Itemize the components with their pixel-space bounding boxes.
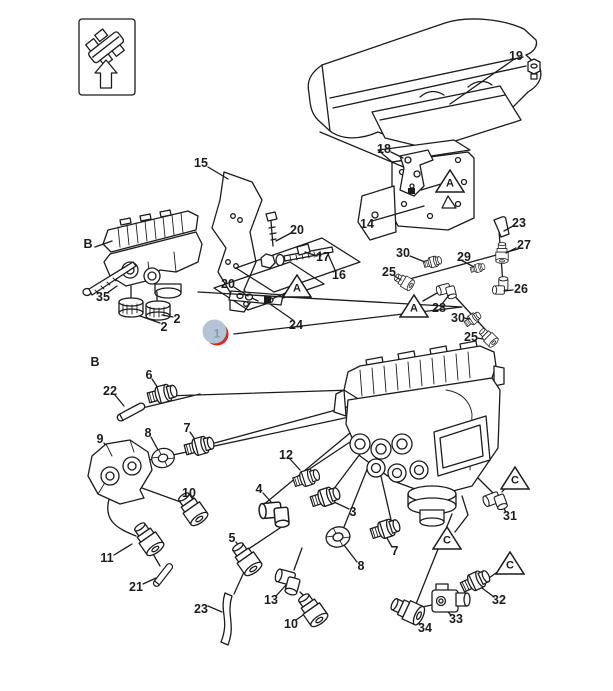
valve-assembly-top — [82, 209, 203, 321]
silencer-2-left — [118, 297, 144, 318]
callout-5[interactable]: 5 — [228, 531, 236, 545]
bolt-35 — [82, 261, 137, 297]
label-b-bottom: B — [90, 355, 100, 369]
plate-18 — [319, 131, 434, 197]
callout-11[interactable]: 11 — [100, 551, 114, 565]
callout-7-right[interactable]: 7 — [391, 544, 399, 558]
callout-8-right[interactable]: 8 — [357, 559, 365, 573]
callout-1-selected[interactable]: 1 — [202, 319, 229, 346]
callout-6[interactable]: 6 — [145, 368, 153, 382]
callout-24[interactable]: 24 — [289, 318, 303, 332]
connector-10-bottom — [293, 589, 331, 630]
triangle-marker-c: C — [495, 550, 525, 576]
callout-32[interactable]: 32 — [492, 593, 506, 607]
callout-13[interactable]: 13 — [264, 593, 278, 607]
callout-18[interactable]: 18 — [377, 142, 391, 156]
fitting-29 — [469, 261, 487, 275]
callout-9[interactable]: 9 — [96, 432, 104, 446]
callout-2-right[interactable]: 2 — [173, 312, 181, 326]
ring-8-right — [323, 523, 353, 551]
callout-4[interactable]: 4 — [255, 482, 263, 496]
callout-31[interactable]: 31 — [503, 509, 517, 523]
callout-20-lower[interactable]: 20 — [221, 277, 235, 291]
reference-planes — [213, 237, 361, 311]
pin-21 — [151, 561, 175, 589]
callout-10-bottom[interactable]: 10 — [284, 617, 298, 631]
pin-22 — [115, 401, 147, 423]
callout-23-top[interactable]: 23 — [512, 216, 526, 230]
label-b-top: B — [83, 237, 93, 251]
silencer-2-right — [145, 300, 171, 321]
callout-34[interactable]: 34 — [418, 621, 432, 635]
callout-12[interactable]: 12 — [279, 448, 293, 462]
triangle-marker-c: C — [432, 525, 462, 551]
fitting-7-right — [368, 515, 403, 543]
callout-29[interactable]: 29 — [457, 250, 471, 264]
callout-28[interactable]: 28 — [432, 301, 446, 315]
fitting-30-lower — [462, 309, 484, 329]
callout-3[interactable]: 3 — [349, 505, 357, 519]
triangle-marker-a: A — [399, 293, 429, 319]
ring-8-left — [148, 445, 178, 471]
callout-20-upper[interactable]: 20 — [290, 223, 304, 237]
elbow-block-33 — [431, 583, 471, 613]
callout-10-left[interactable]: 10 — [182, 486, 196, 500]
callout-30-lower[interactable]: 30 — [451, 311, 465, 325]
fitting-3 — [308, 483, 343, 511]
callout-17[interactable]: 17 — [316, 250, 330, 264]
callout-25-upper[interactable]: 25 — [382, 265, 396, 279]
up-arrow-icon — [94, 59, 118, 89]
valve-body-bottom — [333, 340, 505, 527]
callout-8-left[interactable]: 8 — [144, 426, 152, 440]
tube-23 — [493, 216, 510, 238]
fitting-32 — [458, 566, 493, 596]
fitting-7-left — [182, 433, 217, 459]
callout-26[interactable]: 26 — [514, 282, 528, 296]
tube-23-bottom — [220, 592, 233, 646]
callout-22[interactable]: 22 — [103, 384, 117, 398]
manifold-block-9 — [87, 439, 153, 505]
orientation-inset — [78, 18, 136, 96]
callout-27[interactable]: 27 — [517, 238, 531, 252]
callout-2-left[interactable]: 2 — [160, 320, 168, 334]
callout-23-bottom[interactable]: 23 — [194, 602, 208, 616]
callout-35[interactable]: 35 — [96, 290, 110, 304]
fitting-25-lower — [476, 325, 500, 349]
triangle-marker-a: A — [282, 273, 312, 299]
heat-shield — [307, 18, 542, 150]
elbow-4 — [257, 500, 291, 530]
callout-30-upper[interactable]: 30 — [396, 246, 410, 260]
connector-11 — [129, 518, 167, 559]
callout-21[interactable]: 21 — [129, 580, 143, 594]
callout-14[interactable]: 14 — [360, 217, 374, 231]
triangle-marker-c: C — [500, 465, 530, 491]
callout-25-lower[interactable]: 25 — [464, 330, 478, 344]
bolt-16-washer-17 — [260, 243, 334, 269]
elbow-13 — [271, 567, 303, 597]
callout-15[interactable]: 15 — [194, 156, 208, 170]
triangle-marker-a: A — [435, 168, 465, 194]
fitting-6 — [145, 381, 180, 407]
callout-19[interactable]: 19 — [509, 49, 523, 63]
callout-7-left[interactable]: 7 — [183, 421, 191, 435]
fitting-26 — [492, 276, 509, 295]
fitting-cluster-right — [391, 216, 519, 349]
bolt-19 — [449, 58, 541, 105]
fitting-12 — [291, 466, 322, 491]
fitting-30-upper — [422, 254, 444, 270]
callout-33[interactable]: 33 — [449, 612, 463, 626]
callout-16[interactable]: 16 — [332, 268, 346, 282]
bolt-20-upper — [265, 211, 278, 247]
